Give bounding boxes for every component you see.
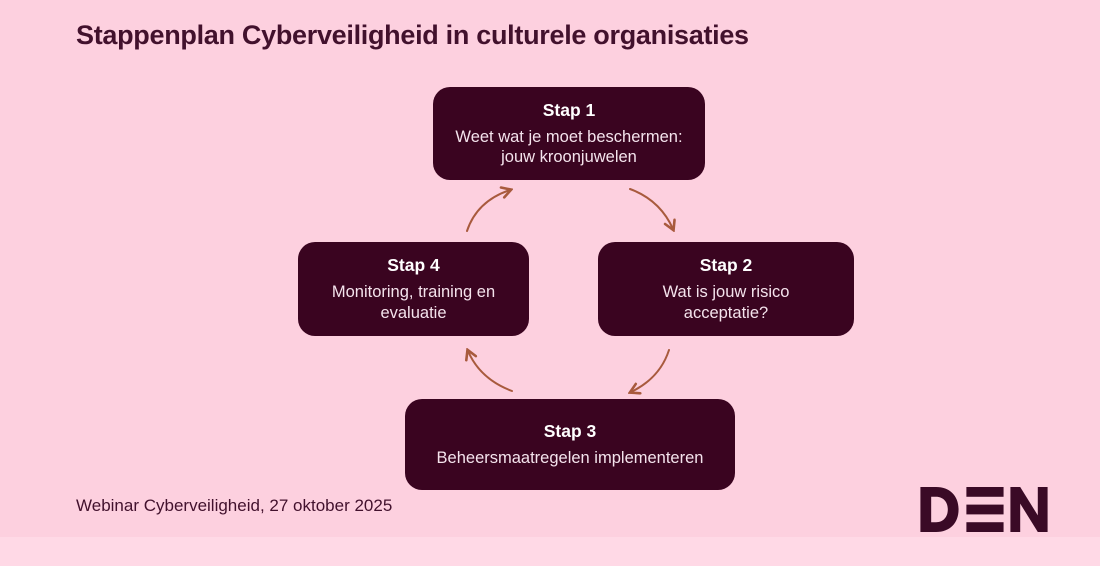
den-logo-letter-n (1010, 487, 1048, 532)
step-box-3: Stap 3 Beheersmaatregelen implementeren (405, 399, 735, 490)
step-2-title: Stap 2 (699, 255, 753, 276)
arrow-stap2-to-stap3 (631, 349, 670, 392)
arrow-stap1-to-stap2 (629, 188, 673, 229)
step-1-title: Stap 1 (542, 99, 596, 120)
den-logo-letter-e-bar-mid (966, 504, 1004, 515)
footer-note: Webinar Cyberveiligheid, 27 oktober 2025 (76, 496, 393, 515)
footer-band (0, 537, 1100, 566)
step-4-title: Stap 4 (387, 255, 440, 276)
arrow-stap4-to-stap1 (466, 190, 510, 232)
arrow-stap3-to-stap4 (468, 351, 513, 392)
den-logo-letter-d (920, 487, 959, 532)
step-2-description: Wat is jouw risico acceptatie? (662, 283, 790, 322)
den-logo-letter-e-bar-bottom (966, 522, 1004, 532)
den-logo-letter-e-bar-top (966, 487, 1004, 497)
step-box-1: Stap 1 Weet wat je moet beschermen: jouw… (433, 87, 705, 180)
step-4-description: Monitoring, training en evaluatie (331, 283, 496, 322)
step-1-description: Weet wat je moet beschermen: jouw kroonj… (455, 127, 683, 166)
step-box-4: Stap 4 Monitoring, training en evaluatie (298, 242, 529, 336)
step-box-2: Stap 2 Wat is jouw risico acceptatie? (598, 242, 854, 336)
step-3-title: Stap 3 (543, 420, 597, 441)
slide-title: Stappenplan Cyberveiligheid in culturele… (76, 20, 749, 50)
den-logo-icon (920, 487, 1048, 532)
step-3-description: Beheersmaatregelen implementeren (436, 448, 704, 467)
